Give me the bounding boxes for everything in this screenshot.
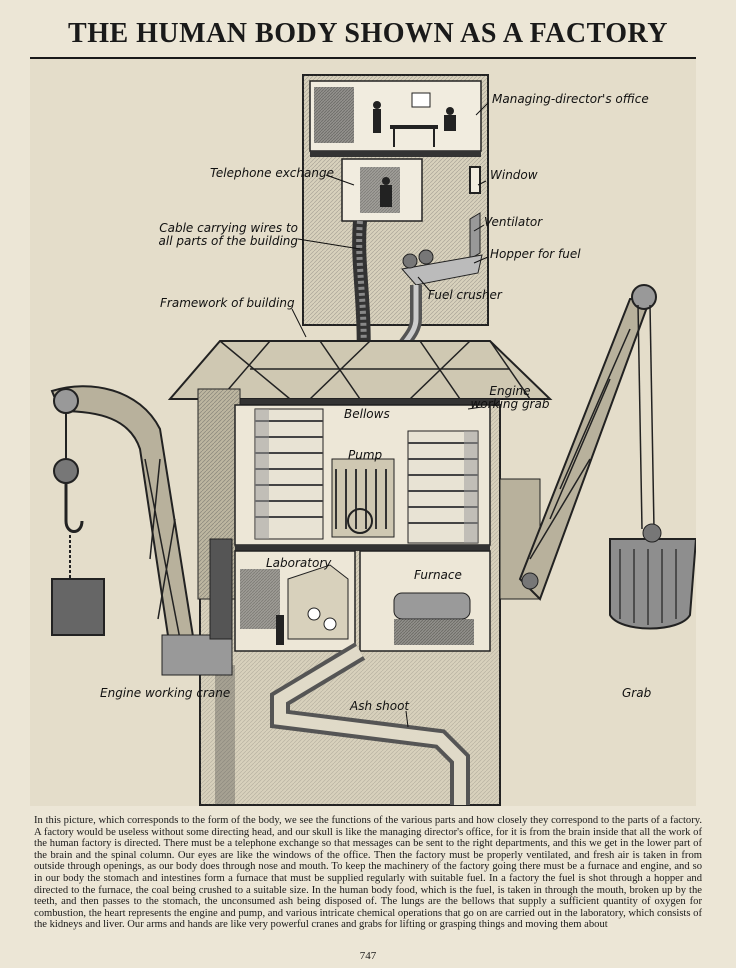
leader-lines — [291, 102, 489, 728]
label-engine-working-crane: Engine working crane — [100, 686, 231, 700]
label-pump: Pump — [348, 448, 383, 462]
caption-text: In this picture, which corresponds to th… — [34, 815, 702, 931]
engine-working-crane — [50, 385, 233, 676]
label-ash-shoot: Ash shoot — [350, 699, 410, 713]
factory-illustration: Managing-director's office Telephone exc… — [30, 57, 696, 806]
framework — [167, 340, 553, 405]
torso — [197, 388, 501, 806]
label-managing-directors-office: Managing-director's office — [492, 92, 649, 106]
page-title: THE HUMAN BODY SHOWN AS A FACTORY — [68, 18, 668, 49]
label-bellows: Bellows — [344, 407, 390, 421]
label-ventilator: Ventilator — [484, 215, 543, 229]
label-fuel-crusher: Fuel crusher — [428, 288, 502, 302]
page-number: 747 — [359, 950, 377, 962]
factory-drawing — [50, 74, 696, 806]
label-furnace: Furnace — [414, 568, 462, 582]
label-laboratory: Laboratory — [266, 556, 332, 570]
label-telephone-exchange: Telephone exchange — [210, 166, 334, 180]
label-window: Window — [490, 168, 538, 182]
label-grab: Grab — [622, 686, 652, 700]
grab-crane — [499, 284, 696, 630]
label-framework-of-building: Framework of building — [160, 296, 295, 310]
label-cable: Cable carrying wires to all parts of the… — [158, 221, 298, 248]
label-engine-working-grab: Engine working grab — [470, 384, 550, 411]
label-hopper-for-fuel: Hopper for fuel — [490, 247, 581, 261]
